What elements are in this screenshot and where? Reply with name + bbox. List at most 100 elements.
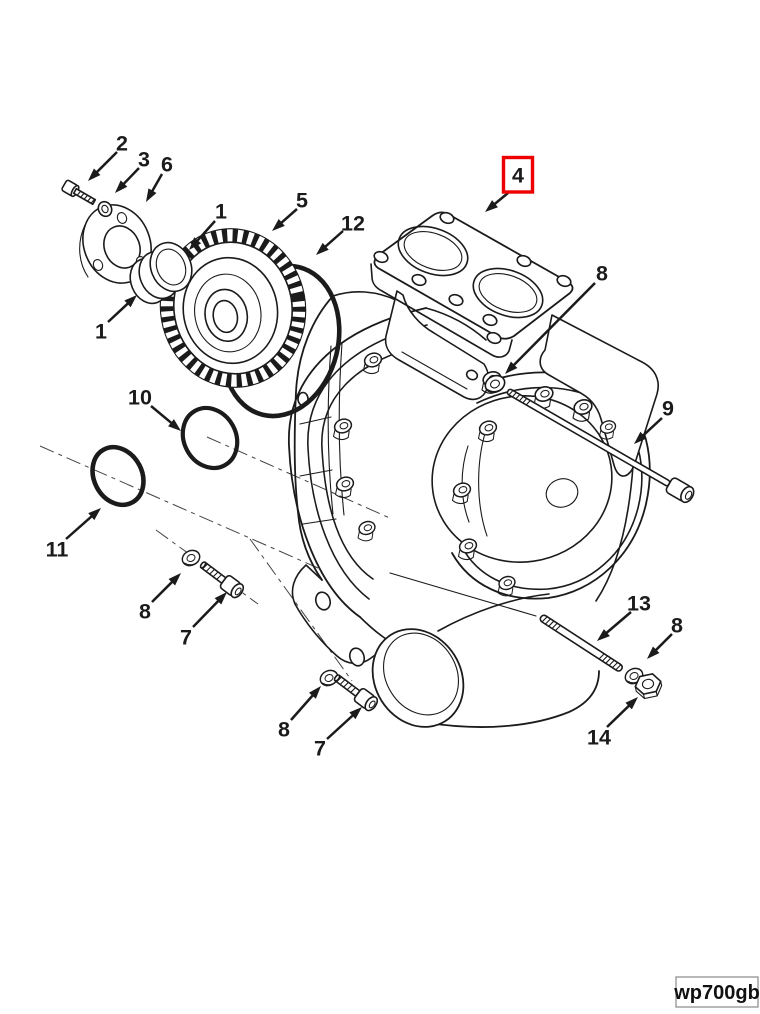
volute-eye bbox=[545, 478, 579, 508]
callout-arrowhead bbox=[168, 573, 181, 586]
callout-arrowhead bbox=[168, 419, 181, 431]
callout-5[interactable]: 5 bbox=[272, 189, 308, 232]
callout-arrowhead bbox=[88, 508, 101, 521]
callout-number: 13 bbox=[627, 592, 651, 616]
hex-nut bbox=[634, 673, 663, 700]
callout-arrowhead bbox=[505, 361, 518, 374]
callout-leader-line bbox=[151, 579, 175, 603]
callout-number: 14 bbox=[587, 726, 611, 750]
outlet-pipe bbox=[428, 670, 600, 728]
callout-arrowhead bbox=[316, 242, 329, 255]
callout-leader-line bbox=[511, 282, 596, 368]
callout-arrowhead bbox=[625, 697, 638, 710]
callout-8[interactable]: 8 bbox=[139, 573, 181, 624]
long-bolt bbox=[506, 388, 695, 504]
washer bbox=[179, 546, 203, 570]
callout-8[interactable]: 8 bbox=[505, 262, 608, 375]
callout-arrowhead bbox=[124, 295, 137, 308]
callout-arrowhead bbox=[634, 431, 647, 444]
callout-4[interactable]: 4 bbox=[485, 155, 535, 213]
callout-arrowhead bbox=[189, 237, 202, 250]
callout-leader-line bbox=[322, 230, 344, 250]
callout-number: 1 bbox=[215, 200, 227, 224]
callout-number: 11 bbox=[46, 538, 69, 562]
callout-number: 10 bbox=[128, 386, 152, 410]
callout-arrowhead bbox=[214, 592, 227, 605]
callout-1[interactable]: 1 bbox=[95, 295, 137, 344]
callout-leader-line bbox=[603, 611, 632, 636]
callout-number: 7 bbox=[314, 737, 326, 761]
callout-3[interactable]: 3 bbox=[115, 148, 150, 194]
pump-housing bbox=[288, 245, 659, 728]
lug-hole bbox=[348, 647, 366, 667]
lock-washer bbox=[97, 200, 113, 218]
callout-leader-line bbox=[653, 633, 673, 653]
flange-port bbox=[472, 267, 544, 319]
callout-leader-line bbox=[326, 712, 356, 740]
figure-id-box: wp700gb bbox=[673, 976, 760, 1008]
callout-11[interactable]: 11 bbox=[46, 508, 101, 562]
outlet-opening bbox=[371, 628, 465, 728]
callout-arrowhead bbox=[88, 168, 101, 181]
callout-7[interactable]: 7 bbox=[314, 707, 362, 761]
callout-leader-line bbox=[194, 220, 216, 244]
callout-leader-line bbox=[121, 167, 140, 187]
callout-leader-line bbox=[491, 192, 509, 207]
callout-number: 9 bbox=[662, 397, 674, 421]
callout-arrowhead bbox=[146, 188, 157, 202]
callout-8[interactable]: 8 bbox=[647, 614, 683, 660]
callout-number: 6 bbox=[161, 153, 173, 177]
callout-leader-line bbox=[640, 417, 663, 439]
o-ring-small bbox=[90, 444, 146, 508]
drive-gear bbox=[159, 228, 307, 388]
stud bbox=[539, 614, 623, 672]
callout-number: 12 bbox=[341, 212, 365, 236]
callout-2[interactable]: 2 bbox=[88, 132, 128, 182]
gear-bolt bbox=[61, 179, 97, 206]
figure-id-label: wp700gb bbox=[673, 982, 760, 1004]
callout-arrowhead bbox=[349, 707, 362, 720]
callout-number: 7 bbox=[180, 626, 192, 650]
callout-10[interactable]: 10 bbox=[128, 386, 181, 432]
callout-number: 5 bbox=[296, 189, 308, 213]
callout-13[interactable]: 13 bbox=[597, 592, 651, 642]
callout-1[interactable]: 1 bbox=[189, 200, 227, 251]
discharge-flange-plate bbox=[370, 211, 574, 358]
callout-leader-line bbox=[150, 405, 175, 426]
callout-leader-line bbox=[192, 598, 221, 628]
gear-bore bbox=[212, 299, 239, 334]
lug-hole bbox=[314, 591, 332, 611]
top-bracket-right-arm bbox=[539, 314, 659, 477]
callout-number: 1 bbox=[95, 320, 107, 344]
callout-7[interactable]: 7 bbox=[180, 592, 227, 650]
callout-number: 8 bbox=[139, 600, 151, 624]
callout-number: 8 bbox=[596, 262, 608, 286]
callout-leader-line bbox=[149, 173, 164, 194]
callout-leader-line bbox=[107, 300, 131, 323]
cap-screw bbox=[196, 556, 247, 601]
o-ring-mid bbox=[180, 405, 240, 471]
callout-8[interactable]: 8 bbox=[278, 686, 321, 742]
callout-leader-line bbox=[606, 703, 632, 728]
callout-leader-line bbox=[65, 513, 95, 540]
callout-number: 8 bbox=[278, 718, 290, 742]
callout-number: 2 bbox=[116, 132, 128, 156]
spacer-sleeve bbox=[129, 241, 193, 305]
callout-12[interactable]: 12 bbox=[316, 212, 365, 256]
callout-arrowhead bbox=[308, 686, 321, 699]
callout-arrowhead bbox=[272, 218, 285, 231]
callout-leader-line bbox=[290, 692, 316, 721]
callout-arrowhead bbox=[597, 629, 610, 641]
callout-number: 8 bbox=[671, 614, 683, 638]
volute-face bbox=[431, 395, 613, 563]
rear-bracket-edge bbox=[293, 295, 334, 581]
callout-9[interactable]: 9 bbox=[634, 397, 674, 445]
callout-arrowhead bbox=[647, 646, 660, 659]
callout-14[interactable]: 14 bbox=[587, 697, 638, 750]
callout-6[interactable]: 6 bbox=[146, 153, 173, 203]
callout-leader-line bbox=[278, 208, 298, 226]
front-flange-arc bbox=[288, 307, 427, 618]
